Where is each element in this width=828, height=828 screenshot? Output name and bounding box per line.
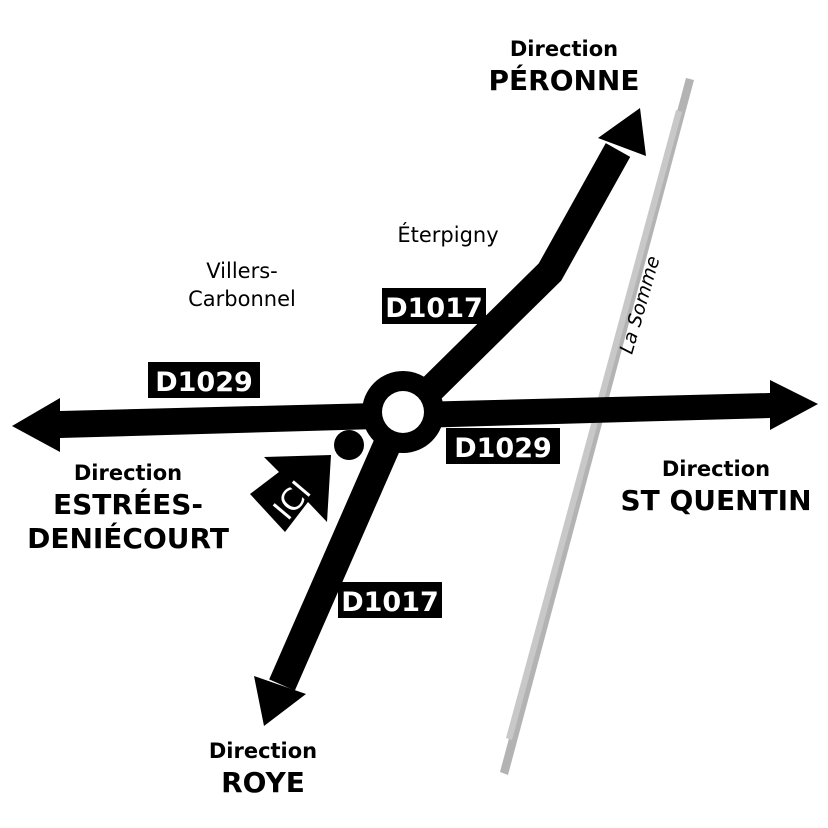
- arrow-west-icon: [12, 398, 60, 452]
- place-eterpigny: Éterpigny: [397, 222, 498, 247]
- direction-name: ESTRÉES-: [53, 487, 203, 521]
- direction-st-quentin: Direction ST QUENTIN: [620, 457, 811, 517]
- ici-marker: ICI: [250, 455, 331, 532]
- road-label-text: D1017: [385, 293, 483, 324]
- road-label-text: D1017: [341, 587, 439, 618]
- road-label-d1029-east: D1029: [446, 428, 560, 464]
- road-d1017-north: [400, 108, 646, 420]
- direction-peronne: Direction PÉRONNE: [488, 37, 639, 97]
- river-label: La Somme: [616, 254, 665, 357]
- direction-prefix: Direction: [209, 739, 317, 763]
- arrow-north-icon: [598, 108, 646, 156]
- road-label-text: D1029: [155, 367, 253, 398]
- arrow-south-icon: [254, 676, 306, 726]
- road-label-d1017-north: D1017: [382, 288, 486, 324]
- road-label-d1017-south: D1017: [338, 582, 442, 618]
- direction-name: PÉRONNE: [488, 63, 639, 97]
- direction-name: DENIÉCOURT: [27, 521, 229, 555]
- direction-name: ST QUENTIN: [620, 484, 811, 517]
- road-label-d1029-west: D1029: [148, 362, 260, 398]
- direction-prefix: Direction: [510, 37, 618, 61]
- place-villers-line1: Villers-: [206, 259, 277, 283]
- direction-prefix: Direction: [662, 457, 770, 481]
- place-villers-line2: Carbonnel: [188, 287, 296, 311]
- roundabout: [362, 371, 444, 453]
- road-label-text: D1029: [454, 433, 552, 464]
- direction-prefix: Direction: [74, 461, 182, 485]
- direction-roye: Direction ROYE: [209, 739, 317, 799]
- direction-estrees: Direction ESTRÉES- DENIÉCOURT: [27, 461, 229, 555]
- location-dot: [334, 430, 364, 460]
- road-d1017-south: [254, 414, 411, 726]
- direction-name: ROYE: [221, 766, 305, 799]
- arrow-east-icon: [770, 380, 818, 430]
